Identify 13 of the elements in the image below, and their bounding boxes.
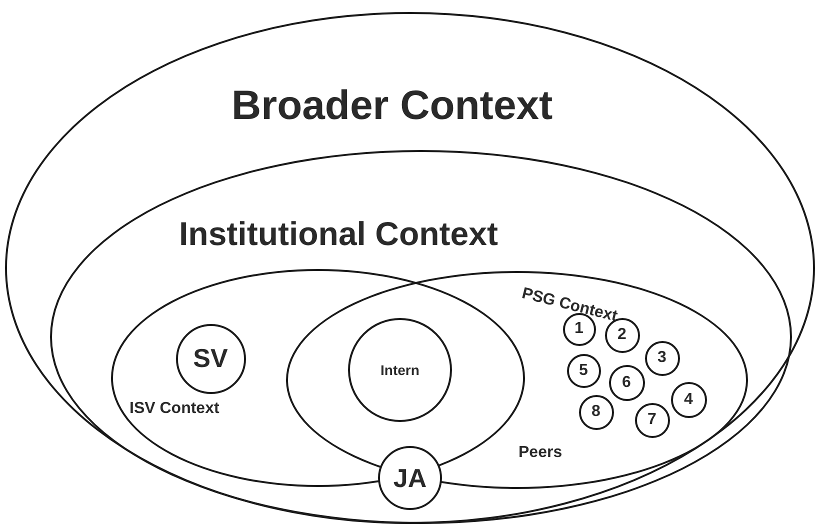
context-label: Broader Context bbox=[232, 84, 553, 126]
context-label: ISV Context bbox=[130, 400, 220, 416]
peer-circle: 4 bbox=[670, 382, 706, 418]
person-circle: JA bbox=[378, 446, 442, 510]
peer-circle: 6 bbox=[608, 364, 644, 400]
peer-circle: 8 bbox=[578, 394, 614, 430]
peer-circle: 3 bbox=[644, 340, 680, 376]
person-circle: SV bbox=[176, 324, 246, 394]
context-label: Institutional Context bbox=[179, 217, 498, 250]
context-label: Peers bbox=[518, 444, 562, 460]
peer-circle: 7 bbox=[634, 402, 670, 438]
person-circle: Intern bbox=[348, 318, 452, 422]
peer-circle: 5 bbox=[566, 354, 600, 388]
